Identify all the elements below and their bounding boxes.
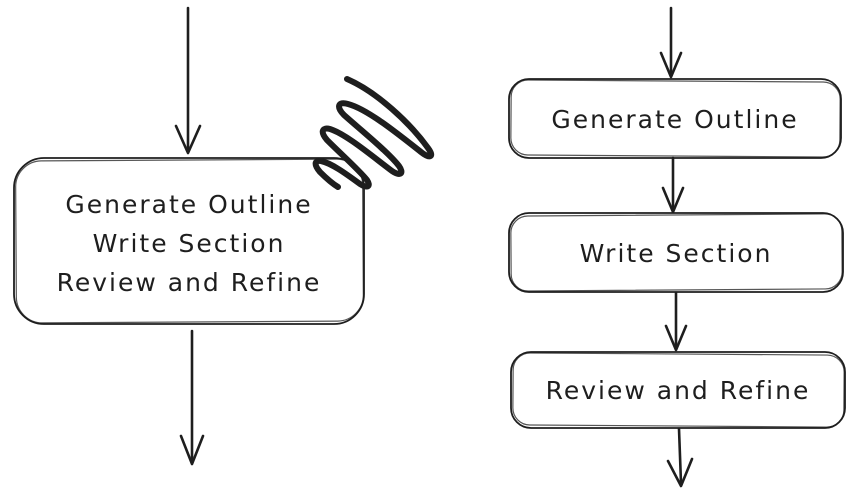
down-arrow-icon (666, 427, 694, 488)
node-box-sketch-stroke (512, 352, 845, 428)
left-flow: Generate Outline Write Section Review an… (13, 6, 435, 466)
node-box (508, 78, 842, 159)
node-box-sketch-stroke (15, 158, 364, 324)
node-box (510, 351, 846, 429)
node-line-1: Generate Outline (65, 190, 312, 219)
node-generate-outline: Generate Outline (508, 78, 842, 159)
down-arrow-icon (664, 291, 688, 352)
node-box-sketch-stroke (510, 79, 841, 158)
down-arrow-icon (659, 6, 683, 79)
node-combined-tasks: Generate Outline Write Section Review an… (13, 157, 365, 325)
node-write-section: Write Section (508, 212, 844, 293)
down-arrow-icon (179, 329, 205, 466)
node-line-3: Review and Refine (57, 268, 322, 297)
scribble-icon (312, 76, 435, 190)
scribble-path (312, 76, 435, 190)
node-label: Write Section (580, 239, 773, 268)
down-arrow-icon (174, 6, 202, 155)
arrow-head (661, 186, 685, 214)
arrow-shaft (677, 427, 683, 485)
arrow-head (179, 434, 205, 466)
node-line-2: Write Section (93, 229, 286, 258)
node-box (13, 157, 365, 325)
right-flow: Generate Outline Write Section (508, 6, 846, 488)
arrow-head (659, 51, 683, 79)
arrow-head (666, 457, 694, 488)
arrow-head (664, 324, 688, 352)
node-review-and-refine: Review and Refine (510, 351, 846, 429)
node-label: Generate Outline (551, 105, 798, 134)
down-arrow-icon (661, 156, 685, 214)
arrow-head (174, 124, 202, 155)
node-box-sketch-stroke (510, 213, 843, 292)
node-label: Review and Refine (546, 376, 811, 405)
